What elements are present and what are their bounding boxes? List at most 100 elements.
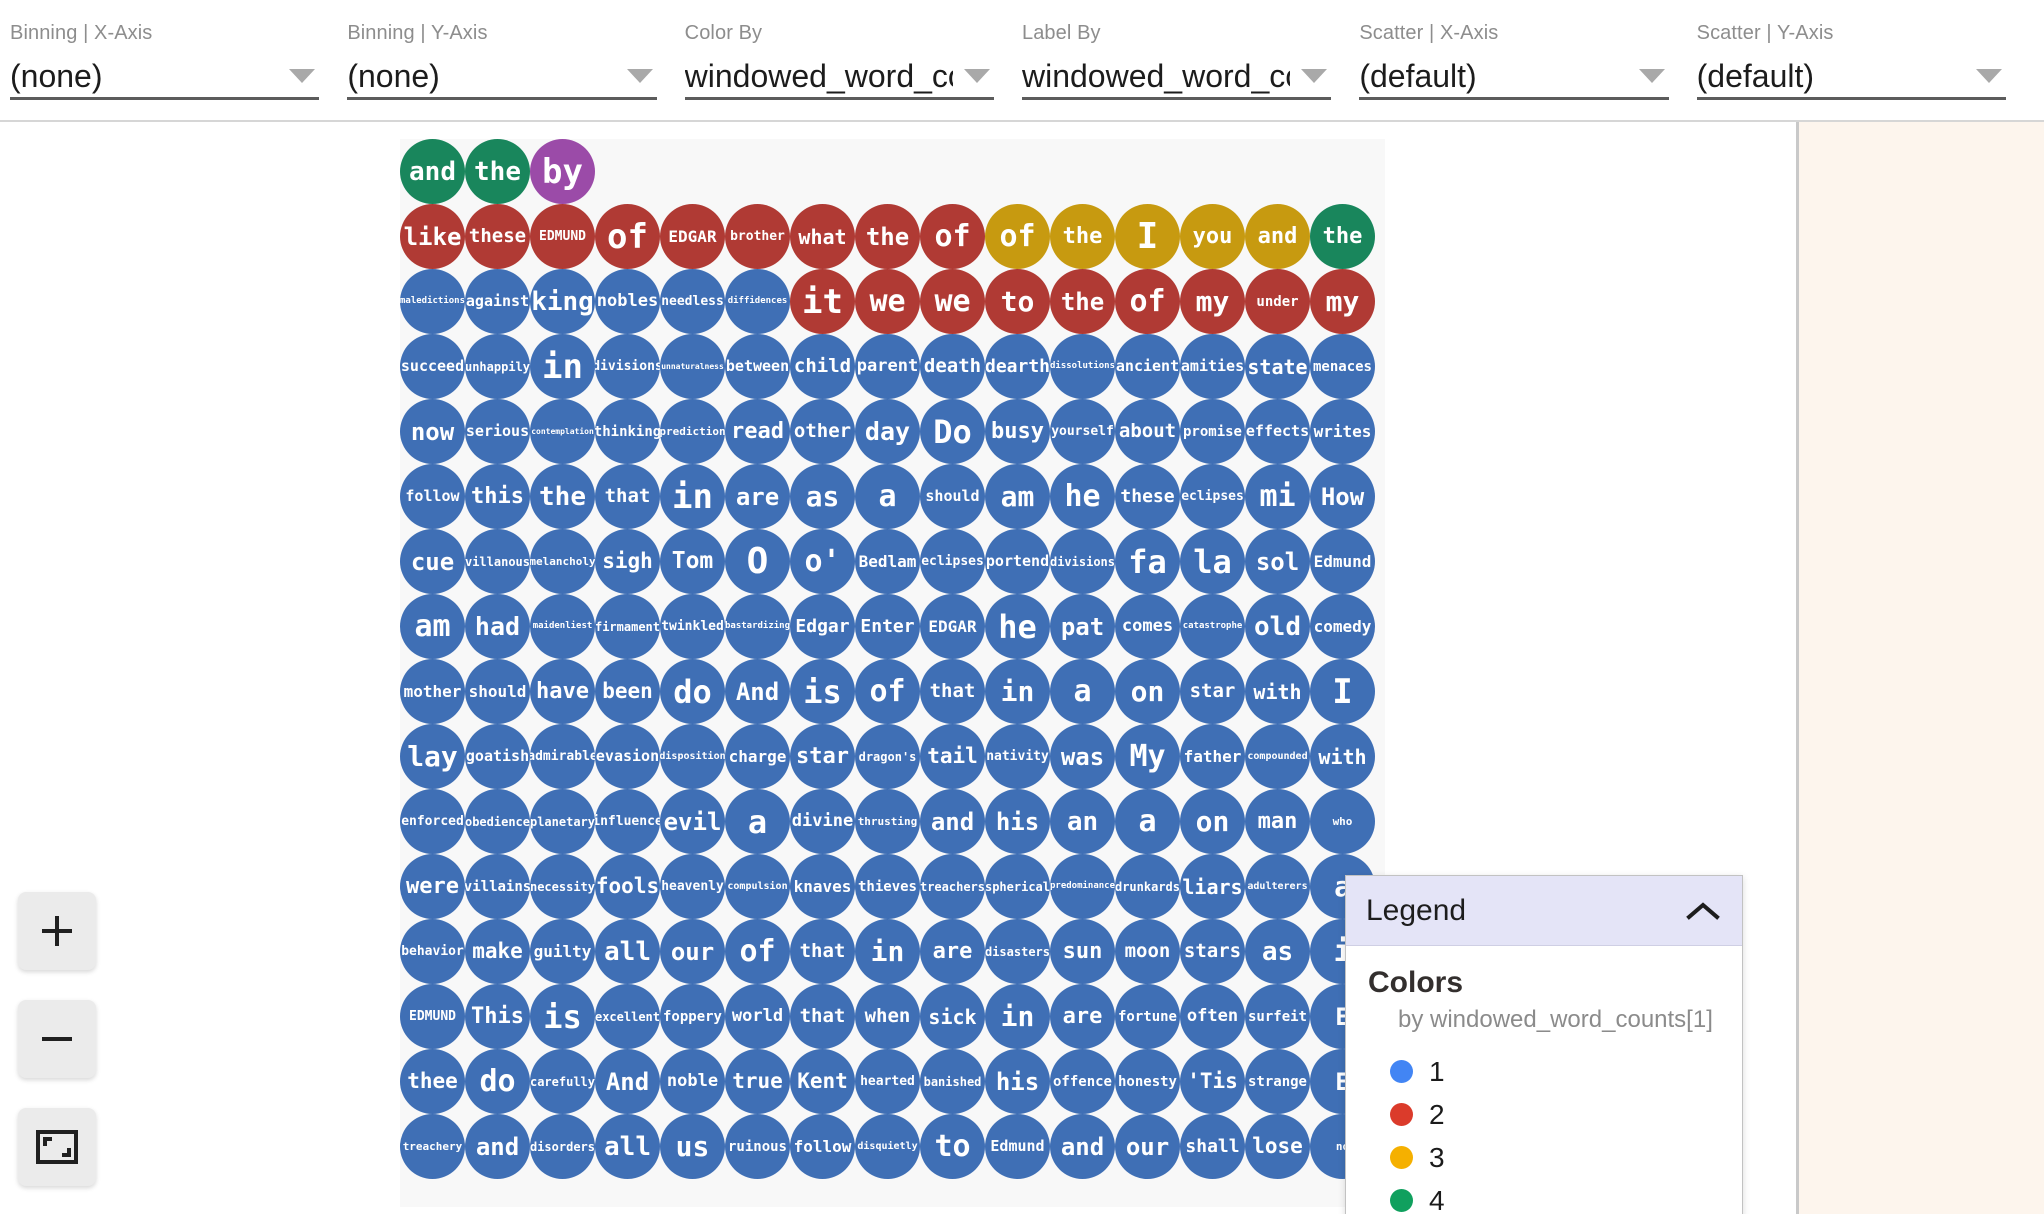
- bubble[interactable]: diffidences: [725, 269, 790, 334]
- bubble[interactable]: child: [790, 334, 855, 399]
- bubble[interactable]: that: [790, 919, 855, 984]
- bubble[interactable]: Tom: [660, 529, 725, 594]
- bubble[interactable]: of: [595, 204, 660, 269]
- bubble[interactable]: ancient: [1115, 334, 1180, 399]
- bubble[interactable]: to: [920, 1114, 985, 1179]
- legend-item[interactable]: 3: [1368, 1136, 1742, 1179]
- chevron-up-icon[interactable]: [1686, 901, 1720, 921]
- bubble[interactable]: divisions: [595, 334, 660, 399]
- bubble[interactable]: king: [530, 269, 595, 334]
- select-color-by[interactable]: windowed_word_counts[1]: [684, 54, 994, 100]
- bubble[interactable]: writes: [1310, 399, 1375, 464]
- bubble[interactable]: we: [855, 269, 920, 334]
- bubble[interactable]: treachers: [920, 854, 985, 919]
- bubble[interactable]: all: [595, 1114, 660, 1179]
- bubble[interactable]: portend: [985, 529, 1050, 594]
- bubble[interactable]: in: [530, 334, 595, 399]
- bubble[interactable]: menaces: [1310, 334, 1375, 399]
- bubble[interactable]: under: [1245, 269, 1310, 334]
- bubble[interactable]: busy: [985, 399, 1050, 464]
- bubble[interactable]: I: [1310, 659, 1375, 724]
- bubble[interactable]: a: [725, 789, 790, 854]
- bubble[interactable]: fools: [595, 854, 660, 919]
- bubble[interactable]: to: [985, 269, 1050, 334]
- bubble[interactable]: sigh: [595, 529, 660, 594]
- bubble[interactable]: serious: [465, 399, 530, 464]
- bubble[interactable]: the: [530, 464, 595, 529]
- bubble[interactable]: yourself: [1050, 399, 1115, 464]
- bubble[interactable]: charge: [725, 724, 790, 789]
- bubble[interactable]: And: [595, 1049, 660, 1114]
- bubble[interactable]: are: [1050, 984, 1115, 1049]
- bubble[interactable]: predominance: [1050, 854, 1115, 919]
- bubble[interactable]: a: [1115, 789, 1180, 854]
- bubble[interactable]: maidenliest: [530, 594, 595, 659]
- bubble[interactable]: on: [1180, 789, 1245, 854]
- select-label-by[interactable]: windowed_word_counts[1]: [1021, 54, 1332, 100]
- bubble[interactable]: of: [920, 204, 985, 269]
- bubble[interactable]: of: [855, 659, 920, 724]
- bubble[interactable]: guilty: [530, 919, 595, 984]
- bubble[interactable]: Edmund: [1310, 529, 1375, 594]
- bubble[interactable]: Do: [920, 399, 985, 464]
- legend-panel[interactable]: Legend Colors by windowed_word_counts[1]…: [1345, 875, 1743, 1214]
- bubble[interactable]: contemplation: [530, 399, 595, 464]
- bubble[interactable]: foppery: [660, 984, 725, 1049]
- bubble[interactable]: is: [790, 659, 855, 724]
- bubble[interactable]: moon: [1115, 919, 1180, 984]
- bubble[interactable]: follow: [400, 464, 465, 529]
- bubble[interactable]: we: [920, 269, 985, 334]
- bubble[interactable]: against: [465, 269, 530, 334]
- bubble[interactable]: succeed: [400, 334, 465, 399]
- select-scatter-y-axis[interactable]: (default): [1696, 54, 2006, 100]
- bubble[interactable]: of: [985, 204, 1050, 269]
- bubble[interactable]: and: [1050, 1114, 1115, 1179]
- bubble[interactable]: noble: [660, 1049, 725, 1114]
- bubble[interactable]: needless: [660, 269, 725, 334]
- bubble[interactable]: EDMUND: [530, 204, 595, 269]
- bubble[interactable]: about: [1115, 399, 1180, 464]
- bubble[interactable]: bastardizing: [725, 594, 790, 659]
- bubble[interactable]: my: [1180, 269, 1245, 334]
- bubble[interactable]: spherical: [985, 854, 1050, 919]
- bubble[interactable]: with: [1245, 659, 1310, 724]
- legend-item[interactable]: 4: [1368, 1179, 1742, 1214]
- bubble[interactable]: My: [1115, 724, 1180, 789]
- bubble[interactable]: goatish: [465, 724, 530, 789]
- bubble[interactable]: who: [1310, 789, 1375, 854]
- bubble[interactable]: And: [725, 659, 790, 724]
- bubble[interactable]: knaves: [790, 854, 855, 919]
- bubble[interactable]: hearted: [855, 1049, 920, 1114]
- bubble[interactable]: carefully: [530, 1049, 595, 1114]
- bubble[interactable]: this: [465, 464, 530, 529]
- bubble[interactable]: and: [920, 789, 985, 854]
- chevron-down-icon[interactable]: [963, 68, 990, 83]
- bubble[interactable]: melancholy: [530, 529, 595, 594]
- bubble[interactable]: enforced: [400, 789, 465, 854]
- bubble[interactable]: the: [855, 204, 920, 269]
- bubble[interactable]: read: [725, 399, 790, 464]
- bubble[interactable]: his: [985, 1049, 1050, 1114]
- bubble[interactable]: his: [985, 789, 1050, 854]
- bubble[interactable]: of: [725, 919, 790, 984]
- bubble[interactable]: villains: [465, 854, 530, 919]
- bubble[interactable]: banished: [920, 1049, 985, 1114]
- bubble[interactable]: unhappily: [465, 334, 530, 399]
- bubble[interactable]: divisions: [1050, 529, 1115, 594]
- bubble[interactable]: what: [790, 204, 855, 269]
- chevron-down-icon[interactable]: [626, 68, 653, 83]
- bubble[interactable]: our: [1115, 1114, 1180, 1179]
- bubble[interactable]: by: [530, 139, 595, 204]
- bubble[interactable]: of: [1115, 269, 1180, 334]
- bubble[interactable]: nobles: [595, 269, 660, 334]
- bubble[interactable]: liars: [1180, 854, 1245, 919]
- bubble[interactable]: all: [595, 919, 660, 984]
- bubble[interactable]: death: [920, 334, 985, 399]
- bubble[interactable]: were: [400, 854, 465, 919]
- bubble[interactable]: should: [465, 659, 530, 724]
- bubble[interactable]: offence: [1050, 1049, 1115, 1114]
- bubble[interactable]: that: [920, 659, 985, 724]
- bubble[interactable]: do: [465, 1049, 530, 1114]
- bubble[interactable]: treachery: [400, 1114, 465, 1179]
